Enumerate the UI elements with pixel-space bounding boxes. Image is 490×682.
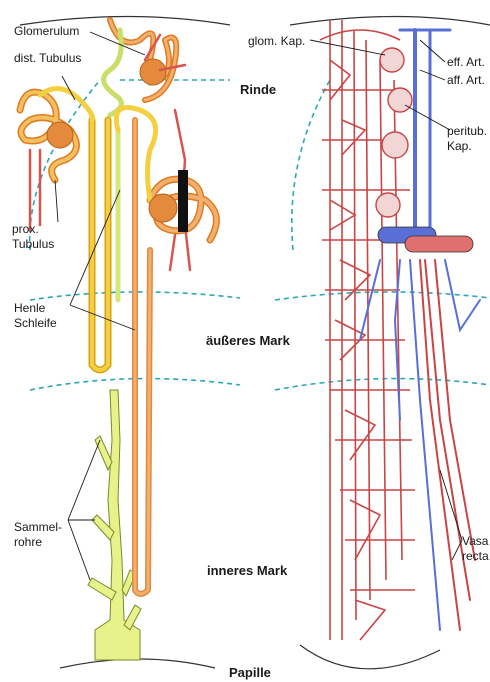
aff-art-label: aff. Art. [447, 73, 485, 87]
zone-papille: Papille [229, 665, 271, 680]
prox-tubulus-label-2: Tubulus [12, 237, 54, 251]
zone-inneres-mark: inneres Mark [207, 563, 287, 578]
arcuate-vessels [378, 227, 473, 252]
glomerulum-label: Glomerulum [14, 24, 79, 38]
peritub-kap-label-1: peritub. [447, 124, 487, 138]
henle-schleife-label-1: Henle [14, 301, 45, 315]
vasa-recta-label-1: Vasa [462, 534, 488, 548]
peritubular-capillary-network [320, 20, 415, 640]
sammelrohre-label-2: rohre [14, 535, 42, 549]
eff-art-label: eff. Art. [447, 55, 485, 69]
zone-rinde: Rinde [240, 82, 276, 97]
prox-tubulus-label-1: prox. [12, 222, 39, 236]
dist-tubulus-label: dist. Tubulus [14, 51, 81, 65]
vasa-recta-label-2: recta [462, 549, 489, 563]
sammelrohre-label-1: Sammel- [14, 520, 62, 534]
black-marker-bar [178, 170, 188, 232]
zone-aeusseres-mark: äußeres Mark [206, 333, 290, 348]
henle-schleife-label-2: Schleife [14, 316, 57, 330]
glom-kap-label: glom. Kap. [248, 34, 305, 48]
peritub-kap-label-2: Kap. [447, 139, 472, 153]
left-leader-lines [55, 32, 145, 580]
